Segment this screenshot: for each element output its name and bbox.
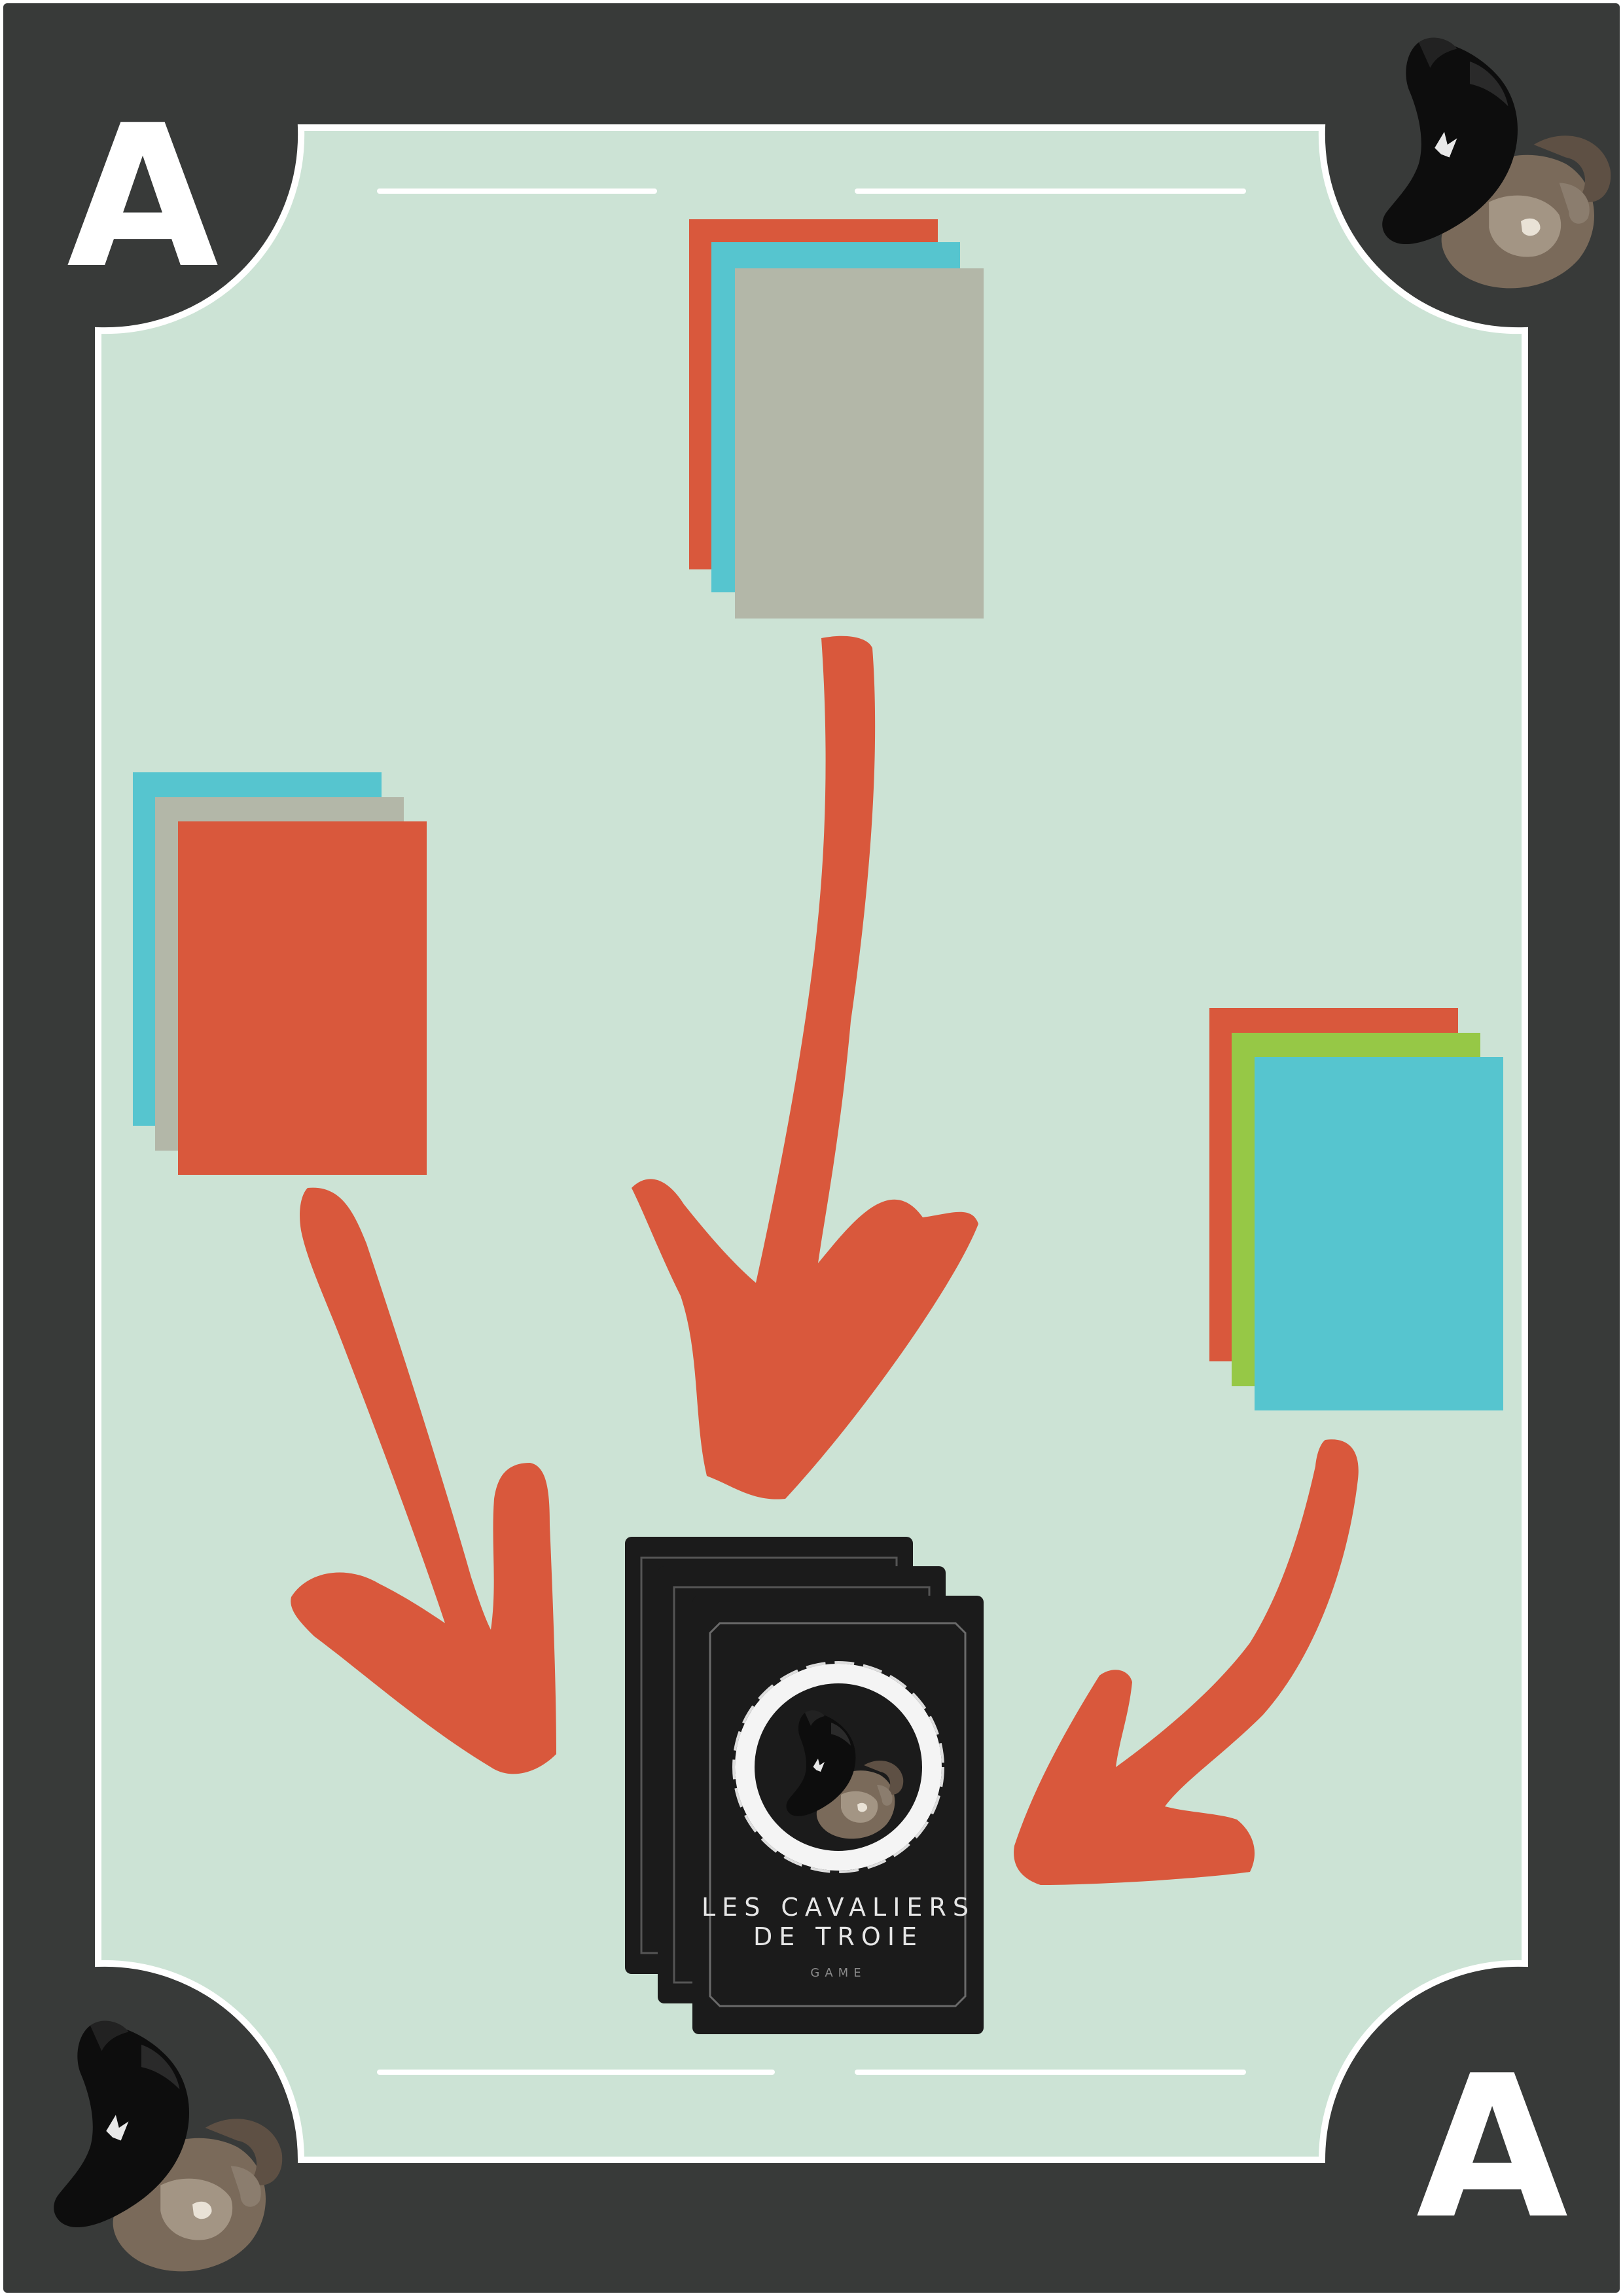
pile-card [735, 268, 984, 619]
card-pile-left [133, 772, 427, 1175]
pile-card [1255, 1057, 1503, 1410]
ring-brush-texture [732, 1661, 944, 1873]
pile-card [178, 821, 427, 1175]
deck-title-line2: DE TROIE [753, 1922, 923, 1951]
arrow-right-to-deck [1014, 1439, 1359, 1885]
card-pile-right [1209, 1008, 1503, 1410]
arrow-left-to-deck [291, 1187, 556, 1774]
deck-card-front-border [709, 1622, 967, 2007]
deck-title-line1: LES CAVALIERS [702, 1893, 975, 1922]
corner-letter-bottom-right: A [1416, 2034, 1569, 2262]
corner-letter-top-left: A [67, 83, 220, 312]
game-deck: LES CAVALIERS DE TROIE GAME [625, 1537, 984, 2034]
arrow-top-to-deck [632, 636, 978, 1499]
deck-subtitle: GAME [810, 1966, 866, 1980]
card-pile-top [689, 219, 984, 619]
horse-heads-ring-icon [735, 1664, 942, 1871]
